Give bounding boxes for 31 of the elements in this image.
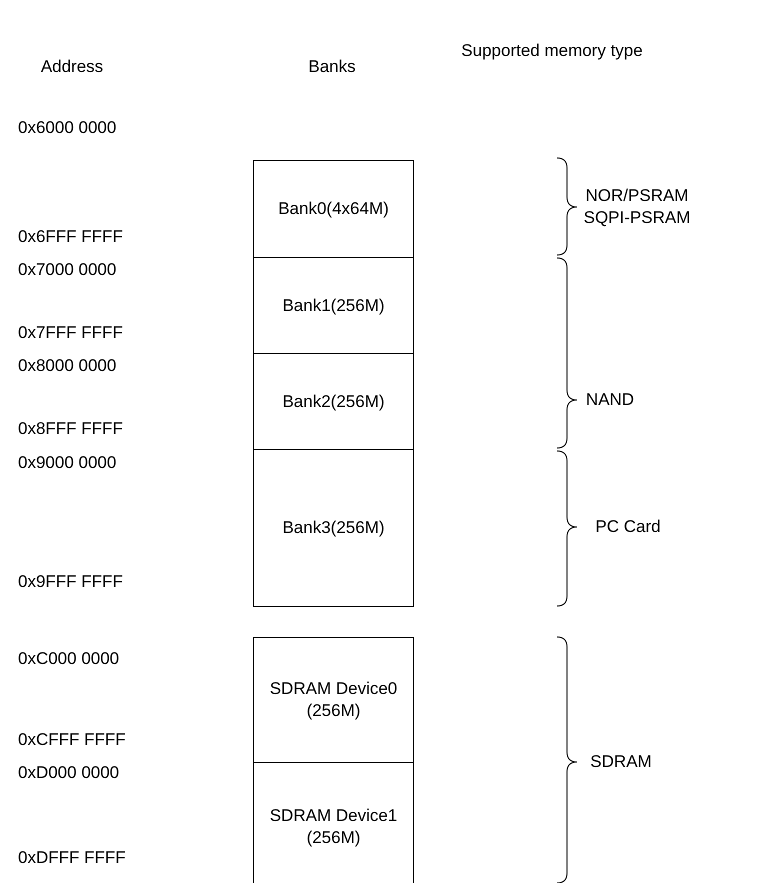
address-label: 0x6000 0000 <box>18 117 116 139</box>
memory-bank-box <box>253 160 414 258</box>
memory-type-label: PC Card <box>595 516 661 538</box>
memory-bank-box <box>253 637 414 763</box>
column-header: Supported memory type <box>460 40 644 62</box>
address-label: 0xC000 0000 <box>18 648 120 670</box>
bank-label: Bank3(256M) <box>281 517 386 539</box>
memory-bank-box <box>253 257 414 354</box>
bank-label: Bank0(4x64M) <box>277 198 390 220</box>
address-label: 0x8000 0000 <box>18 355 116 377</box>
memory-type-label: NOR/PSRAM SQPI-PSRAM <box>582 185 692 229</box>
address-label: 0x9000 0000 <box>18 452 116 474</box>
address-label: 0xD000 0000 <box>18 762 120 784</box>
bank-label: Bank2(256M) <box>281 390 386 412</box>
memory-bank-box <box>253 353 414 450</box>
memory-type-label: NAND <box>586 389 634 411</box>
column-header: Address <box>40 56 104 78</box>
address-label: 0xDFFF FFFF <box>18 847 126 869</box>
address-label: 0x6FFF FFFF <box>18 226 123 248</box>
bank-label: SDRAM Device1 (256M) <box>268 805 398 849</box>
bank-label: SDRAM Device0 (256M) <box>268 678 398 722</box>
column-header: Banks <box>308 56 356 78</box>
memory-type-label: SDRAM <box>590 751 652 773</box>
memory-bank-box <box>253 762 414 883</box>
memory-bank-box <box>253 449 414 607</box>
address-label: 0xCFFF FFFF <box>18 729 126 751</box>
address-label: 0x9FFF FFFF <box>18 571 123 593</box>
address-label: 0x7000 0000 <box>18 259 116 281</box>
address-label: 0x8FFF FFFF <box>18 418 123 440</box>
bank-label: Bank1(256M) <box>281 294 386 316</box>
address-label: 0x7FFF FFFF <box>18 322 123 344</box>
